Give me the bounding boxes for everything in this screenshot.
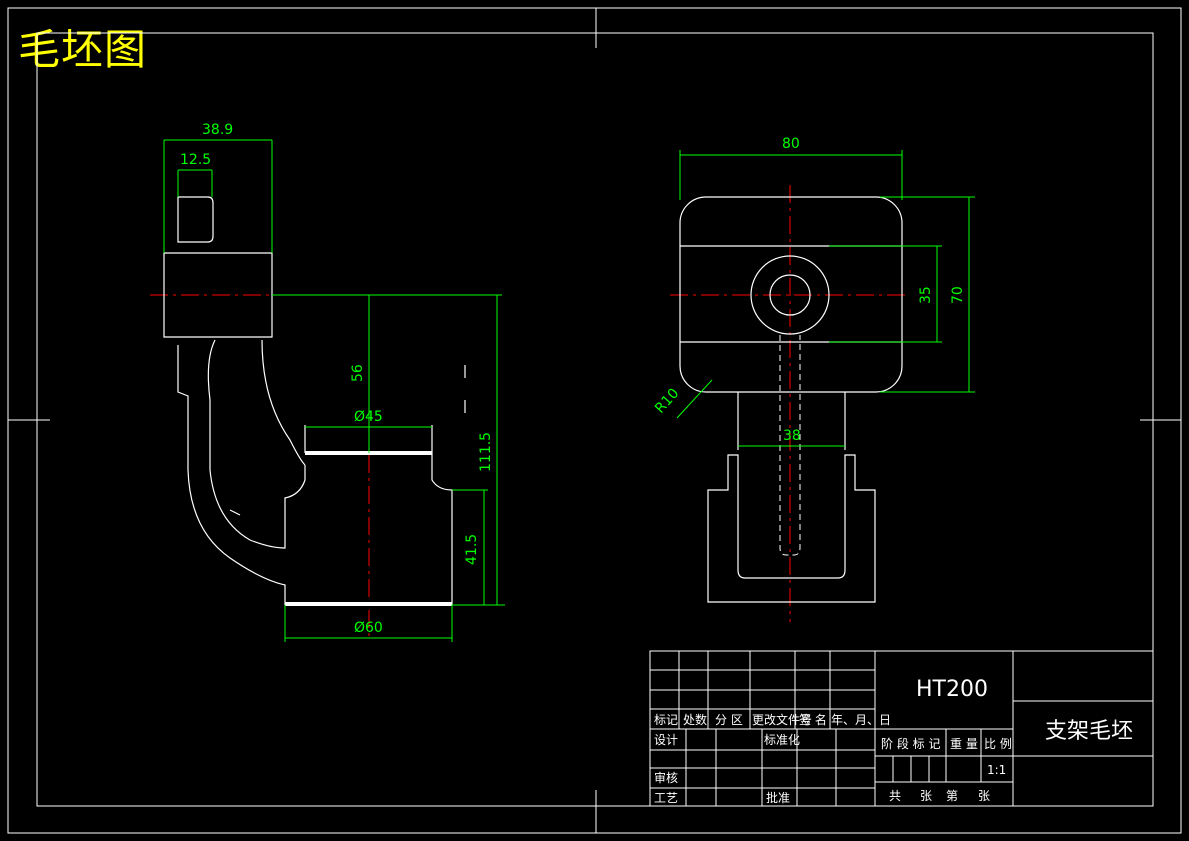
dim-41-5: 41.5 bbox=[464, 534, 480, 565]
front-base bbox=[707, 454, 876, 603]
dim-111-5: 111.5 bbox=[478, 432, 494, 472]
tb-h-date: 年、月、日 bbox=[831, 713, 891, 727]
tb-h-mark: 标记 bbox=[654, 713, 678, 727]
side-hub bbox=[163, 252, 273, 338]
tb-standardize: 标准化 bbox=[764, 733, 800, 747]
side-arm-outer bbox=[177, 345, 286, 605]
dim-38: 38 bbox=[783, 428, 801, 444]
dim-38-9: 38.9 bbox=[202, 122, 233, 138]
dim-70: 70 bbox=[950, 286, 966, 304]
tb-part-name: 支架毛坯 bbox=[1045, 719, 1133, 744]
side-view: 38.9 12.5 56 Ø45 111.5 41.5 Ø60 bbox=[150, 122, 505, 642]
front-boss-inner bbox=[769, 274, 811, 316]
tb-h-zone: 分 区 bbox=[715, 713, 743, 727]
tb-total: 共 bbox=[889, 789, 901, 803]
dim-r10: R10 bbox=[652, 385, 682, 416]
dim-35: 35 bbox=[918, 286, 934, 304]
tb-ratio: 比 例 bbox=[984, 737, 1012, 751]
tb-approve: 批准 bbox=[766, 790, 790, 805]
front-plate bbox=[679, 196, 903, 393]
front-boss-outer bbox=[750, 255, 830, 335]
tb-h-docno: 更改文件号 bbox=[752, 712, 812, 727]
dim-80: 80 bbox=[782, 136, 800, 152]
dim-12-5: 12.5 bbox=[180, 152, 211, 168]
outer-border bbox=[7, 7, 1182, 834]
tb-scale: 1:1 bbox=[987, 763, 1006, 777]
dim-56: 56 bbox=[350, 364, 366, 382]
tb-sheet: 张 bbox=[978, 789, 990, 803]
side-arm-inner bbox=[207, 339, 306, 549]
tb-page: 第 bbox=[946, 789, 958, 803]
dim-dia-60: Ø60 bbox=[354, 620, 383, 636]
tb-h-count: 处数 bbox=[683, 712, 707, 727]
title-block: 标记 处数 分 区 更改文件号 签 名 年、月、日 设计 标准化 审核 工艺 批… bbox=[649, 650, 1154, 807]
sheet-frame bbox=[7, 7, 1182, 834]
tb-material: HT200 bbox=[916, 677, 988, 702]
tb-h-sign: 签 名 bbox=[799, 712, 827, 727]
front-hidden-bore bbox=[779, 335, 801, 556]
side-upper-boss bbox=[177, 196, 214, 243]
tb-stage-mark: 阶 段 标 记 bbox=[881, 736, 940, 751]
side-rib-mark bbox=[229, 509, 241, 516]
tb-weight: 重 量 bbox=[950, 737, 978, 751]
tb-process: 工艺 bbox=[654, 791, 678, 805]
front-view: 80 35 70 R10 38 bbox=[652, 136, 975, 622]
side-boss-walls bbox=[304, 425, 453, 605]
tb-sheets: 张 bbox=[920, 789, 932, 803]
side-arm-curve bbox=[261, 339, 306, 466]
tb-design: 设计 bbox=[654, 733, 678, 747]
dim-dia-45: Ø45 bbox=[354, 409, 383, 425]
tb-review: 审核 bbox=[654, 770, 678, 785]
